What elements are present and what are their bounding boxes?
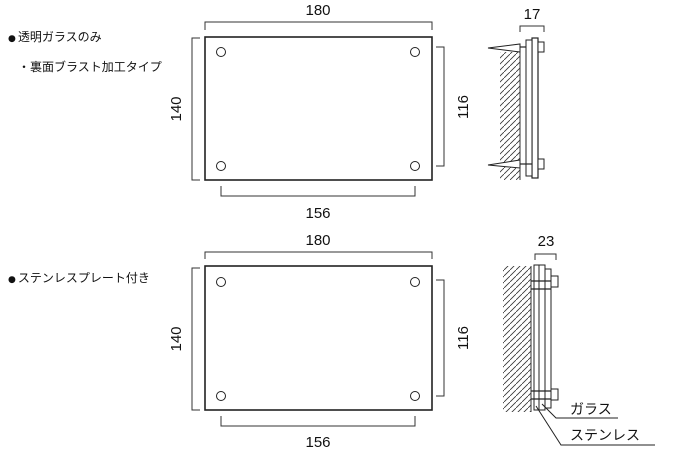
top-depth-dim-line (519, 25, 545, 32)
stainless-leader (535, 405, 655, 446)
bottom-hole-tr (410, 277, 420, 287)
top-width-dim-line (204, 21, 433, 30)
label-stainless-plate: ●ステンレスプレート付き (8, 271, 150, 285)
top-hole-width-dim-line (220, 186, 416, 197)
top-depth-dim: 17 (524, 6, 541, 23)
bottom-hole-width-dim: 156 (305, 434, 330, 450)
bottom-hole-tl (216, 277, 226, 287)
bottom-front-view: 180 140 116 156 (168, 232, 472, 450)
top-wall-hatch (500, 52, 520, 180)
top-hole-tl (216, 47, 226, 57)
top-hole-tr (410, 47, 420, 57)
top-hole-height-dim-line (436, 46, 445, 167)
glass-leader (541, 403, 618, 419)
bottom-hole-br (410, 391, 420, 401)
top-height-dim-line (191, 37, 200, 181)
stainless-part-label: ステンレス (570, 428, 640, 444)
glass-part-label: ガラス (570, 402, 612, 418)
bottom-height-dim: 140 (168, 326, 185, 351)
bullet-icon: ● (8, 34, 16, 44)
bottom-height-dim-line (191, 267, 200, 411)
top-front-view: 180 140 116 156 (168, 2, 472, 222)
bottom-glass-side (538, 264, 546, 411)
top-hole-height-dim: 116 (455, 95, 472, 119)
top-width-dim: 180 (305, 2, 330, 19)
top-hole-bl (216, 161, 226, 171)
top-hole-width-dim: 156 (305, 205, 330, 222)
bottom-hole-bl (216, 391, 226, 401)
top-side-view: 17 (487, 6, 545, 180)
bullet-icon: ● (8, 275, 16, 285)
top-glass-side (525, 39, 533, 177)
bottom-width-dim-line (204, 251, 433, 259)
top-hole-br (410, 161, 420, 171)
label-clear-glass: ●透明ガラスのみ (8, 30, 102, 44)
bottom-depth-dim-line (534, 253, 557, 260)
bottom-side-view: 23 ガラス ステンレス (503, 233, 655, 446)
top-anchor-upper (487, 43, 521, 53)
bottom-width-dim: 180 (305, 232, 330, 249)
bottom-wall-hatch (503, 266, 531, 412)
bottom-hole-height-dim: 116 (455, 326, 472, 350)
bottom-depth-dim: 23 (538, 233, 555, 250)
label-back-blast: ・裏面ブラスト加工タイプ (18, 60, 162, 74)
bottom-stainless-side (533, 264, 540, 411)
top-glass-plate (204, 36, 433, 181)
bottom-hole-width-dim-line (220, 416, 416, 427)
top-height-dim: 140 (168, 96, 185, 121)
bottom-hole-height-dim-line (436, 279, 445, 397)
bottom-stainless-plate (204, 265, 433, 411)
